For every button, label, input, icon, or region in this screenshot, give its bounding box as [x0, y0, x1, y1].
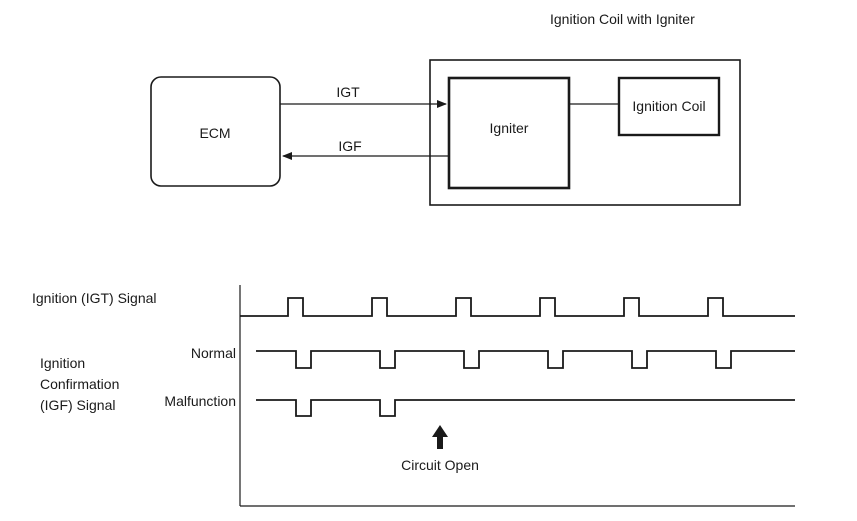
ignition-coil-label: Ignition Coil [632, 98, 705, 114]
igniter-assembly-box [429, 59, 741, 206]
circuit-open-arrow-icon [432, 425, 448, 449]
igt-label: IGT [336, 84, 360, 100]
igt-signal-label: Ignition (IGT) Signal [32, 290, 157, 306]
ecm-label: ECM [199, 125, 230, 141]
igt-waveform [240, 297, 795, 317]
igf-malfunction-waveform [256, 399, 795, 417]
igf-label-line-2: Confirmation [40, 376, 119, 392]
assembly-title: Ignition Coil with Igniter [550, 11, 695, 27]
igf-label: IGF [338, 138, 361, 154]
circuit-open-label: Circuit Open [401, 457, 479, 473]
igniter-box [447, 76, 571, 190]
normal-label: Normal [191, 345, 236, 361]
ignition-coil-box [617, 76, 721, 137]
malfunction-label: Malfunction [164, 393, 236, 409]
igf-label-line-3: (IGF) Signal [40, 397, 115, 413]
igf-label-line-1: Ignition [40, 355, 85, 371]
ecm-box [150, 76, 281, 187]
igniter-label: Igniter [490, 120, 529, 136]
igf-normal-waveform [256, 350, 795, 369]
